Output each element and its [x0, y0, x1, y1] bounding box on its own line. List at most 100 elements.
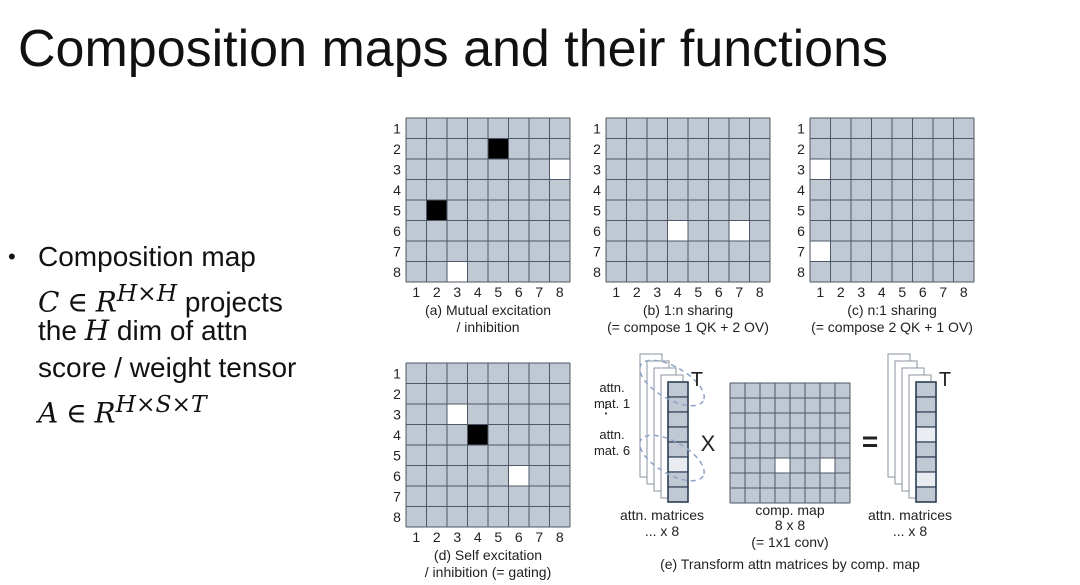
map-caption-a: (a) Mutual excitation	[425, 302, 551, 318]
row-label: 1	[797, 120, 805, 136]
col-label: 8	[756, 284, 764, 300]
attn-score-cell	[915, 396, 937, 413]
bullet-dot-icon: •	[8, 244, 16, 269]
row-label: 7	[393, 488, 401, 504]
attn-mat-1-label-line2: mat. 1	[594, 396, 630, 411]
row-label: 7	[393, 243, 401, 259]
map-caption-c: (c) n:1 sharing	[847, 302, 936, 318]
row-label: 3	[393, 161, 401, 177]
equals-symbol: =	[862, 426, 878, 457]
col-label: 5	[494, 284, 502, 300]
row-label: 1	[393, 365, 401, 381]
row-label: 2	[393, 141, 401, 157]
highlight-ellipse	[639, 434, 705, 482]
bullet-line-2: C ∈ RH×H projects	[38, 279, 283, 319]
row-label: 6	[393, 223, 401, 239]
attn-score-cell	[667, 486, 689, 503]
col-label: 4	[674, 284, 682, 300]
attn-score-cell	[667, 411, 689, 428]
t-label: T	[691, 369, 703, 391]
col-label: 3	[453, 284, 461, 300]
col-label: 2	[633, 284, 641, 300]
col-label: 7	[535, 284, 543, 300]
row-label: 4	[593, 182, 601, 198]
comp-map-caption: comp. map	[755, 502, 824, 518]
comp-map-grid	[729, 382, 851, 504]
slide-title: Composition maps and their functions	[18, 20, 889, 78]
col-label: 6	[715, 284, 723, 300]
attn-score-cell	[915, 426, 937, 443]
grid-cell-white	[447, 404, 468, 425]
row-label: 2	[393, 386, 401, 402]
col-label: 3	[857, 284, 865, 300]
col-label: 4	[474, 529, 482, 545]
attn-score-cell	[667, 456, 689, 473]
grid-cell-white	[820, 458, 835, 473]
col-label: 4	[474, 284, 482, 300]
row-label: 6	[393, 468, 401, 484]
grid-cell-white	[810, 159, 831, 180]
row-label: 6	[593, 223, 601, 239]
map-caption-b: (b) 1:n sharing	[643, 302, 733, 318]
output-attn-stack	[887, 353, 937, 503]
row-label: 7	[797, 243, 805, 259]
row-label: 1	[593, 120, 601, 136]
composition-map-d	[405, 362, 571, 528]
bullet-line-3: the H dim of attn	[38, 314, 248, 347]
composition-map-b	[605, 117, 771, 283]
attn-score-cell	[667, 426, 689, 443]
row-label: 5	[593, 202, 601, 218]
col-label: 4	[878, 284, 886, 300]
col-label: 7	[535, 529, 543, 545]
attn-column-outline	[915, 381, 937, 503]
grid-cell-white	[810, 241, 831, 262]
row-label: 4	[393, 427, 401, 443]
col-label: 3	[653, 284, 661, 300]
attn-mat-6-label: attn.	[599, 427, 624, 442]
composition-map-a	[405, 117, 571, 283]
grid-cell-white	[549, 159, 570, 180]
left-stack-caption-line2: ... x 8	[645, 523, 679, 539]
col-label: 7	[939, 284, 947, 300]
attn-score-cell	[915, 471, 937, 488]
map-caption-b-line2: (= compose 1 QK + 2 OV)	[607, 319, 769, 335]
grid-cell-white	[729, 220, 750, 241]
col-label: 2	[433, 529, 441, 545]
grid-cell-white	[667, 220, 688, 241]
row-label: 5	[393, 447, 401, 463]
bullet-line-1: Composition map	[38, 241, 256, 272]
col-label: 8	[556, 529, 564, 545]
grid-cell-black	[488, 138, 509, 159]
grid-cell-black	[426, 200, 447, 221]
attn-score-cell	[667, 441, 689, 458]
col-label: 3	[453, 529, 461, 545]
left-stack-caption: attn. matrices	[620, 507, 704, 523]
col-label: 1	[816, 284, 824, 300]
row-label: 2	[797, 141, 805, 157]
col-label: 6	[515, 529, 523, 545]
col-label: 6	[515, 284, 523, 300]
map-caption-d: (d) Self excitation	[434, 547, 542, 563]
attn-column-outline	[667, 381, 689, 503]
highlight-ellipse	[639, 359, 705, 407]
row-label: 4	[797, 182, 805, 198]
col-label: 1	[412, 284, 420, 300]
row-label: 2	[593, 141, 601, 157]
row-label: 3	[593, 161, 601, 177]
grid-cell-white	[775, 458, 790, 473]
attn-mat-6-label-line2: mat. 6	[594, 443, 630, 458]
col-label: 7	[735, 284, 743, 300]
col-label: 2	[837, 284, 845, 300]
attn-score-cell	[915, 456, 937, 473]
col-label: 1	[412, 529, 420, 545]
col-label: 6	[919, 284, 927, 300]
attn-score-cell	[915, 381, 937, 398]
row-label: 8	[593, 264, 601, 280]
input-attn-stack	[639, 353, 689, 503]
map-caption-a-line2: / inhibition	[456, 319, 519, 335]
right-stack-caption-line2: ... x 8	[893, 523, 927, 539]
col-label: 5	[898, 284, 906, 300]
grid-cell-white	[508, 465, 529, 486]
row-label: 8	[797, 264, 805, 280]
